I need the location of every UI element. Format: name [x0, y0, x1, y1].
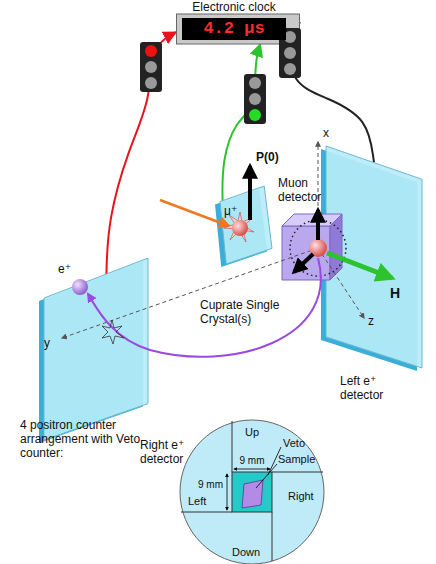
axes: [62, 142, 364, 338]
counter-label: Up: [245, 425, 259, 439]
inset-caption: 4 positron counter arrangement with Veto…: [20, 418, 176, 460]
particle-label: e⁺: [58, 262, 71, 276]
leader-line: [256, 464, 277, 488]
dimension-line: [227, 474, 228, 510]
node-outline: [282, 214, 342, 280]
node-outline: [44, 258, 148, 440]
clock-display: 4.2 μs: [182, 18, 286, 40]
dimension-label: 9 mm: [198, 478, 223, 492]
cube-side: [330, 214, 342, 280]
axis-line: [62, 248, 318, 338]
lamp: [249, 93, 261, 105]
clock-box: Electronic clock 4.2 μs: [176, 0, 300, 44]
counter-label: Left: [188, 494, 206, 508]
part-label: Veto: [283, 436, 305, 450]
node-outline: [220, 186, 272, 264]
muon: [224, 166, 254, 242]
node-label: Cuprate Single Crystal(s): [200, 298, 296, 326]
polarization-arrow: [248, 166, 252, 220]
traffic-lights: [140, 28, 301, 124]
node-label: Left e⁺ detector: [340, 374, 404, 402]
plate-face: [44, 258, 148, 440]
axis-line: [318, 248, 364, 318]
node-label: Electronic clock: [176, 0, 292, 14]
axis-label: z: [368, 314, 374, 328]
polarization-label: P(0): [256, 150, 279, 164]
counter-label: Down: [232, 545, 260, 559]
positron: [72, 258, 321, 357]
field-arrow: [327, 253, 392, 278]
node-label: Muon detector: [278, 176, 326, 204]
muon-ball: [309, 239, 327, 257]
hit-burst: [102, 320, 124, 344]
spin-arrow: [294, 254, 313, 272]
signal-wire: [106, 32, 176, 274]
particle-label: μ⁺: [224, 204, 237, 218]
axis-line: [318, 142, 319, 248]
implanted-muon: [290, 210, 392, 278]
muon-ball: [232, 220, 248, 236]
signal-wire: [291, 22, 374, 163]
counter-label: Right: [288, 489, 314, 503]
detector-plate: Right e⁺ detector: [44, 258, 148, 440]
part-label: Sample: [278, 452, 315, 466]
plate-face: [326, 146, 422, 368]
plate-face: [220, 186, 272, 264]
lamp: [249, 77, 261, 89]
node-label: Right e⁺ detector: [140, 438, 204, 466]
axis-label: x: [323, 126, 329, 140]
signal-light: [279, 28, 301, 78]
cube-face: [282, 226, 330, 280]
lamp: [145, 77, 157, 89]
counter-divider: [232, 421, 233, 472]
signal-light: [140, 42, 162, 92]
dimension-line: [234, 469, 270, 470]
axis-label: y: [44, 336, 50, 350]
veto-counter: [232, 472, 272, 512]
crystal-cube: Cuprate Single Crystal(s): [282, 214, 342, 280]
counter-divider: [272, 512, 273, 561]
detector-plate: Muon detector: [220, 186, 272, 264]
positron-ball: [72, 279, 88, 295]
spin-arrow: [316, 210, 320, 240]
lamp: [284, 31, 296, 43]
lamp: [145, 61, 157, 73]
positron-track: [88, 258, 321, 357]
lamp: [284, 63, 296, 75]
lamp: [249, 109, 261, 121]
signal-wire: [222, 44, 260, 202]
counter-divider: [181, 512, 232, 513]
dimension-label: 9 mm: [240, 454, 265, 468]
field-label: H: [390, 286, 400, 300]
signal-light: [244, 74, 266, 124]
lamp: [145, 45, 157, 57]
counter-arrangement: [180, 420, 324, 564]
muon-beam: [160, 200, 229, 226]
lamp: [284, 47, 296, 59]
clock-housing: [177, 14, 300, 44]
beam-circle: [180, 420, 324, 564]
precession-circle: [290, 220, 346, 276]
counter-divider: [272, 472, 323, 473]
